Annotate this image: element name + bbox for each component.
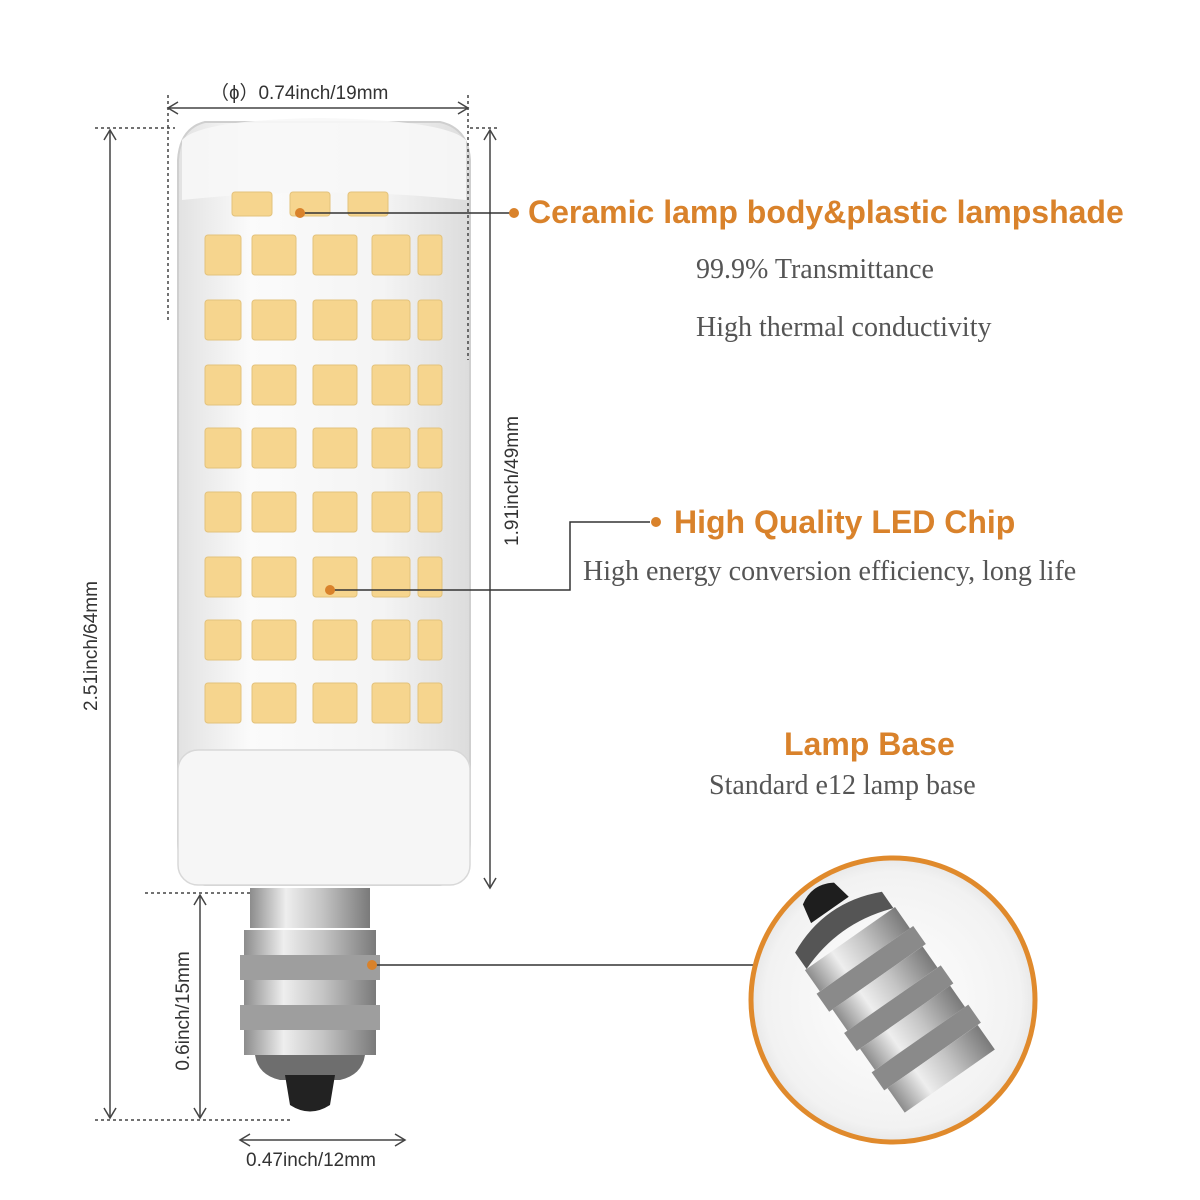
led-chip	[204, 491, 242, 533]
led-chip	[371, 299, 411, 341]
callout-dot-chip-end	[651, 517, 661, 527]
feature-title-base: Lamp Base	[784, 726, 955, 762]
led-chip	[371, 619, 411, 661]
dimension-lines	[95, 95, 500, 1147]
led-chip	[371, 427, 411, 469]
led-chip	[251, 491, 297, 533]
led-chip	[312, 556, 358, 598]
led-chip	[204, 234, 242, 276]
led-chip	[417, 619, 443, 661]
led-chip	[312, 491, 358, 533]
led-chip	[251, 427, 297, 469]
callout-dot-body	[295, 208, 305, 218]
dim-base-height: 0.6inch/15mm	[173, 951, 194, 1071]
callout-dot-body-end	[509, 208, 519, 218]
led-chip	[251, 299, 297, 341]
led-chip-top	[231, 191, 273, 217]
led-chip	[251, 682, 297, 724]
led-chip	[251, 364, 297, 406]
led-chip	[204, 299, 242, 341]
led-chip	[417, 234, 443, 276]
led-chip	[204, 619, 242, 661]
feature-desc-transmittance: 99.9% Transmittance	[696, 254, 934, 285]
callout-dot-base	[367, 960, 377, 970]
led-chip	[251, 556, 297, 598]
led-chip	[312, 682, 358, 724]
feature-desc-thermal: High thermal conductivity	[696, 312, 992, 343]
led-chip	[417, 364, 443, 406]
led-chip	[371, 491, 411, 533]
callout-dots	[295, 208, 661, 970]
led-chip	[312, 299, 358, 341]
led-chip	[204, 682, 242, 724]
feature-title-chip: High Quality LED Chip	[674, 504, 1016, 540]
led-chip-top	[347, 191, 389, 217]
dim-base-width: 0.47inch/12mm	[246, 1150, 376, 1171]
feature-desc-base: Standard e12 lamp base	[709, 770, 976, 801]
led-chip	[371, 364, 411, 406]
led-chip	[417, 491, 443, 533]
base-closeup-inset	[748, 855, 1038, 1145]
led-chip	[417, 556, 443, 598]
led-chip	[371, 682, 411, 724]
feature-title-body: Ceramic lamp body&plastic lampshade	[528, 194, 1124, 230]
led-chip	[417, 682, 443, 724]
dim-body-height: 1.91inch/49mm	[502, 416, 523, 546]
dim-diameter: （ɸ）0.74inch/19mm	[210, 83, 389, 104]
led-chip	[371, 234, 411, 276]
led-chip	[417, 299, 443, 341]
lamp-base	[240, 888, 380, 1112]
led-chip	[312, 364, 358, 406]
led-chip	[312, 619, 358, 661]
led-chip	[204, 427, 242, 469]
led-chip	[251, 234, 297, 276]
callout-lines	[300, 212, 770, 966]
callout-dot-chip	[325, 585, 335, 595]
led-chip	[312, 427, 358, 469]
led-chip	[417, 427, 443, 469]
led-chip	[204, 556, 242, 598]
led-chip	[204, 364, 242, 406]
led-chip	[371, 556, 411, 598]
feature-desc-chip: High energy conversion efficiency, long …	[583, 556, 1077, 587]
led-chip-grid	[204, 191, 443, 724]
dim-total-height: 2.51inch/64mm	[81, 581, 102, 711]
led-chip	[312, 234, 358, 276]
led-chip	[251, 619, 297, 661]
